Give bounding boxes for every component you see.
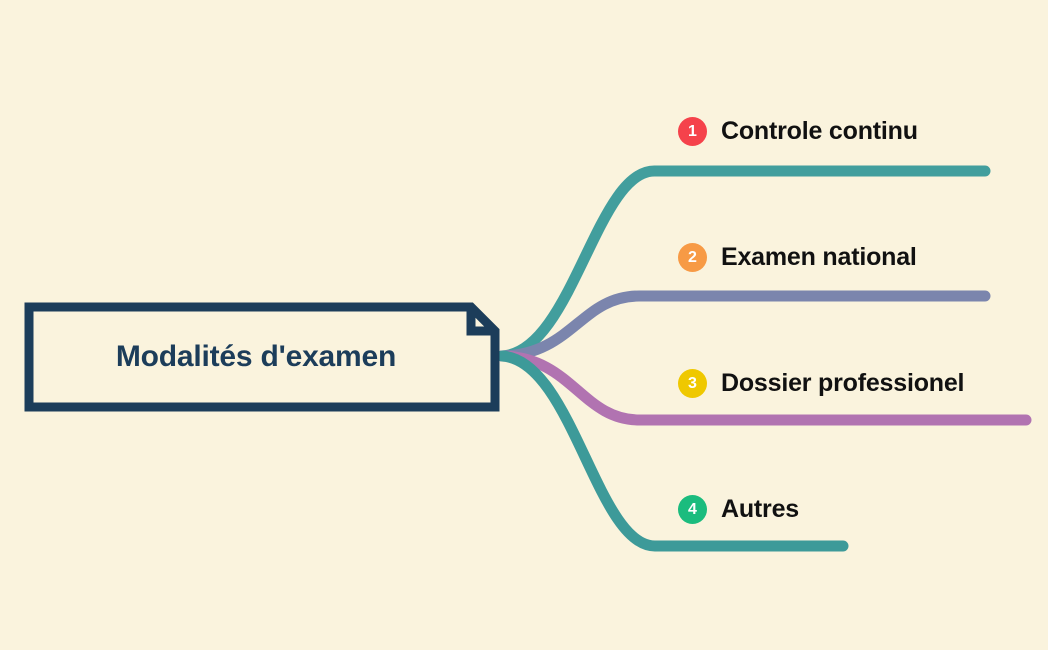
branch-item-4[interactable]: 4 Autres [678,495,799,524]
root-node-shape [24,302,500,412]
root-node[interactable]: Modalités d'examen [24,302,500,412]
root-node-label: Modalités d'examen [115,340,397,373]
branch-number-badge-2: 2 [678,243,707,272]
branch-label-text-3: Dossier professionel [721,369,965,397]
branch-label-text-1: Controle continu [721,117,918,145]
branch-number-badge-4: 4 [678,495,707,524]
branch-label-text-4: Autres [721,495,799,523]
branch-line-2 [496,290,991,362]
branch-item-3[interactable]: 3 Dossier professionel [678,369,965,398]
branch-item-1[interactable]: 1 Controle continu [678,117,918,146]
branch-label-text-2: Examen national [721,243,917,271]
branch-number-badge-1: 1 [678,117,707,146]
branch-number-badge-3: 3 [678,369,707,398]
branch-item-2[interactable]: 2 Examen national [678,243,917,272]
